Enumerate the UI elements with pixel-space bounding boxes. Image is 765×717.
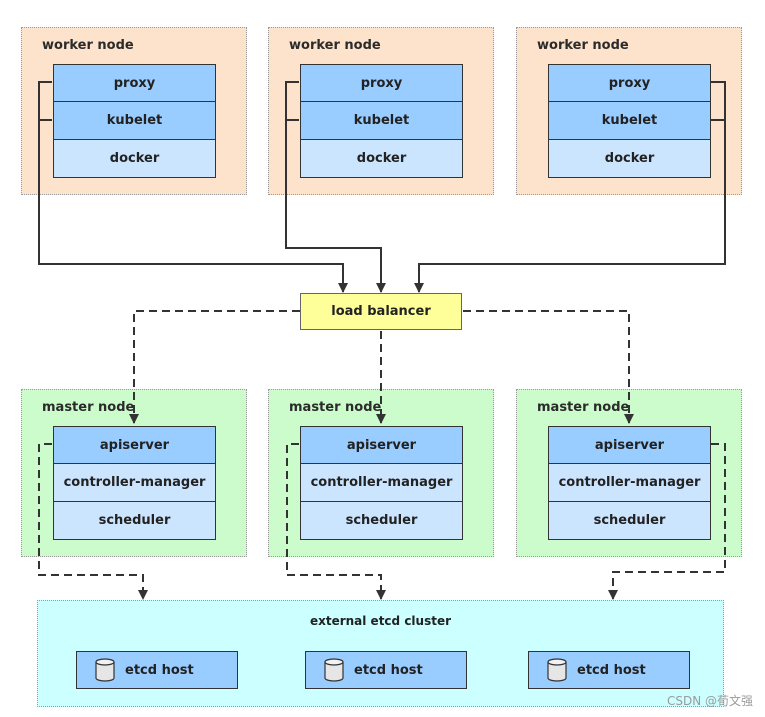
docker-box: docker	[548, 139, 711, 178]
scheduler-box: scheduler	[53, 501, 216, 540]
etcd-cluster: external etcd cluster etcd host etcd hos…	[37, 600, 724, 707]
master-node-label: master node	[42, 400, 135, 415]
etcd-host-box: etcd host	[76, 651, 238, 689]
worker-node-label: worker node	[42, 38, 134, 53]
master-node-label: master node	[537, 400, 630, 415]
connector-worker2-lb	[285, 81, 386, 293]
connector-master3-etcd	[608, 443, 726, 600]
etcd-host-label: etcd host	[354, 662, 423, 678]
proxy-box: proxy	[548, 64, 711, 102]
kubelet-box: kubelet	[53, 101, 216, 140]
docker-box: docker	[300, 139, 463, 178]
scheduler-box: scheduler	[548, 501, 711, 540]
worker-node-3: worker node proxy kubelet docker	[516, 27, 742, 195]
apiserver-box: apiserver	[548, 426, 711, 464]
docker-box: docker	[53, 139, 216, 178]
apiserver-box: apiserver	[53, 426, 216, 464]
etcd-host-box: etcd host	[528, 651, 690, 689]
worker-node-1: worker node proxy kubelet docker	[21, 27, 247, 195]
etcd-host-box: etcd host	[305, 651, 467, 689]
controller-manager-box: controller-manager	[548, 463, 711, 502]
connector-master1-etcd	[38, 443, 148, 600]
connector-lb-master3	[463, 310, 634, 424]
worker-node-label: worker node	[537, 38, 629, 53]
controller-manager-box: controller-manager	[53, 463, 216, 502]
master-node-2: master node apiserver controller-manager…	[268, 389, 494, 557]
scheduler-box: scheduler	[300, 501, 463, 540]
worker-node-label: worker node	[289, 38, 381, 53]
worker-node-2: worker node proxy kubelet docker	[268, 27, 494, 195]
database-icon	[547, 658, 567, 682]
etcd-cluster-label: external etcd cluster	[309, 614, 452, 628]
load-balancer-box: load balancer	[300, 293, 462, 330]
database-icon	[95, 658, 115, 682]
connector-worker3-lb	[414, 81, 726, 293]
kubelet-box: kubelet	[300, 101, 463, 140]
connector-master2-etcd	[286, 443, 386, 600]
etcd-host-label: etcd host	[577, 662, 646, 678]
apiserver-box: apiserver	[300, 426, 463, 464]
database-icon	[324, 658, 344, 682]
connector-worker1-lb	[38, 81, 348, 293]
watermark: CSDN @荀文强	[666, 694, 753, 708]
etcd-host-label: etcd host	[125, 662, 194, 678]
proxy-box: proxy	[300, 64, 463, 102]
master-node-label: master node	[289, 400, 382, 415]
connector-lb-master1	[129, 310, 300, 424]
